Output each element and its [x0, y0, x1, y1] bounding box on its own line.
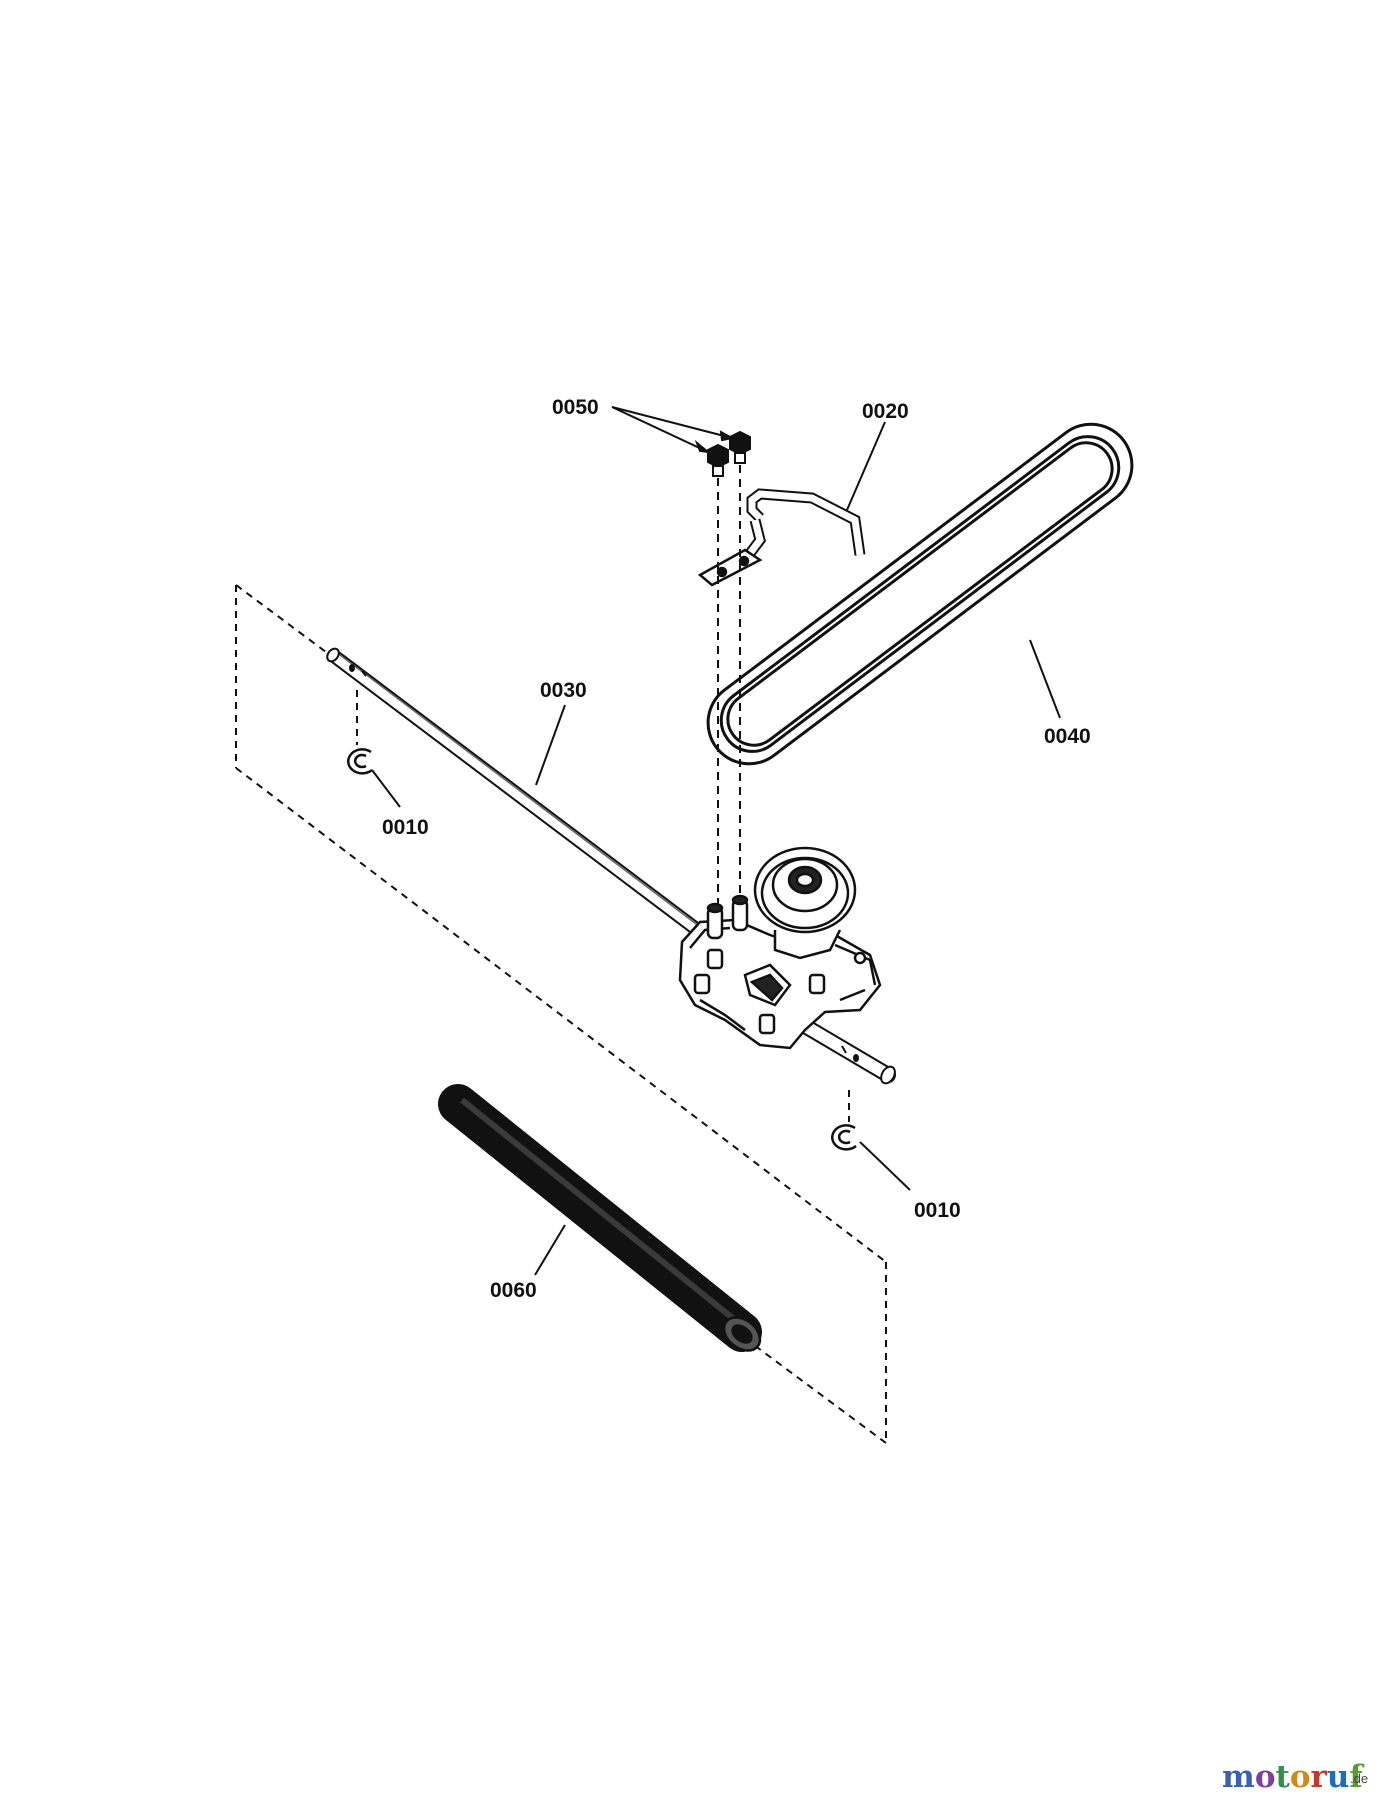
callout-0040: 0040	[1044, 725, 1091, 748]
bolt-0050-right	[729, 430, 751, 464]
lever-rod-0020	[697, 488, 866, 587]
bolt-0050-left	[707, 443, 729, 477]
callout-0010-left: 0010	[382, 816, 429, 839]
wm-suffix: .de	[1350, 1771, 1368, 1786]
e-clip-0010-right	[831, 1090, 857, 1151]
svg-text:motoruf: motoruf	[1222, 1759, 1364, 1795]
wm-letter-1: o	[1255, 1759, 1276, 1795]
gearbox-housing	[678, 894, 882, 1050]
grip-sleeve-0060	[438, 1084, 762, 1352]
v-belt-0040	[706, 422, 1134, 766]
wm-letter-5: u	[1327, 1759, 1350, 1795]
e-clip-0010-left	[347, 690, 373, 775]
callout-0020: 0020	[862, 400, 909, 423]
input-pulley	[753, 846, 857, 960]
assembly-group-outline	[235, 584, 887, 1444]
callout-0060: 0060	[490, 1279, 537, 1302]
shaft-0030	[326, 647, 719, 948]
callout-0010-right: 0010	[914, 1199, 961, 1222]
wm-letter-2: t	[1276, 1759, 1291, 1795]
watermark-logo: motoruf .de	[1222, 1759, 1368, 1795]
bolt-alignment-lines	[717, 465, 741, 905]
wm-letter-0: m	[1222, 1759, 1255, 1795]
output-shaft-stub	[797, 1018, 896, 1085]
leader-lines	[371, 406, 1061, 1276]
callout-0050: 0050	[552, 396, 599, 419]
callout-0030: 0030	[540, 679, 587, 702]
wm-letter-3: o	[1290, 1759, 1311, 1795]
wm-letter-4: r	[1311, 1759, 1328, 1795]
wm-letter-6: f	[1349, 1759, 1364, 1795]
